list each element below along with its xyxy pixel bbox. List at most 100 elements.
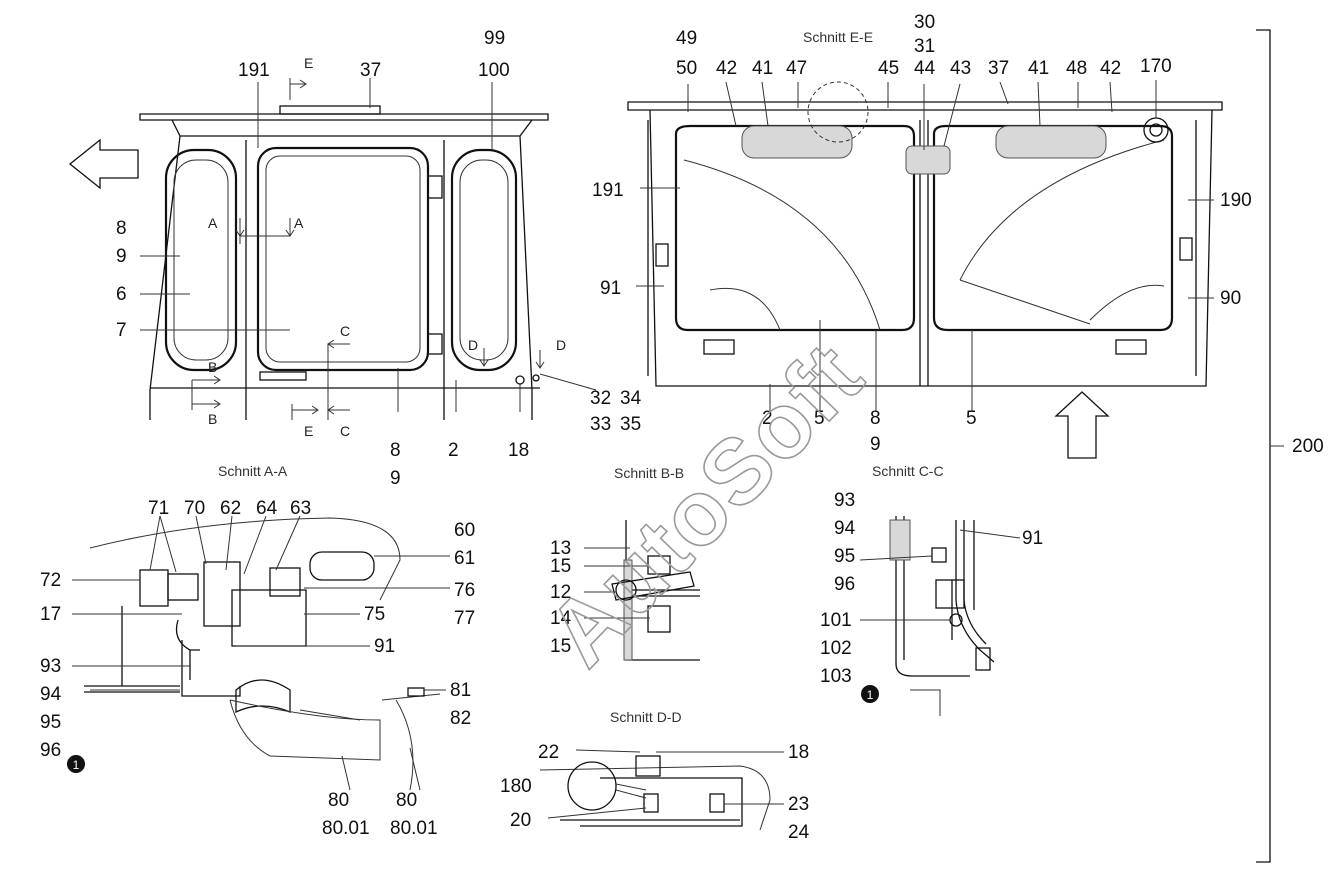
callout-37-rear: 37 xyxy=(988,58,1009,79)
callout-2: 2 xyxy=(448,440,459,461)
callout-70: 70 xyxy=(184,498,205,519)
callout-8-door: 8 xyxy=(390,440,401,461)
callout-34: 34 xyxy=(620,388,642,409)
callout-50: 50 xyxy=(676,58,697,79)
left-cab-view xyxy=(68,78,597,420)
callout-63: 63 xyxy=(290,498,311,519)
callout-20: 20 xyxy=(510,810,531,831)
callout-9: 9 xyxy=(116,246,127,267)
callout-8: 8 xyxy=(116,218,127,239)
callout-23: 23 xyxy=(788,794,809,815)
callout-18-dd: 18 xyxy=(788,742,809,763)
callout-80-left: 80 xyxy=(328,790,349,811)
callout-190: 190 xyxy=(1220,190,1252,211)
callout-17: 17 xyxy=(40,604,61,625)
callout-91: 91 xyxy=(600,278,621,299)
cut-marker-e-bottom: E xyxy=(304,423,313,439)
right-cab-view xyxy=(627,29,1284,863)
section-cc-title: Schnitt C-C xyxy=(872,463,944,479)
callout-37: 37 xyxy=(360,60,381,81)
callout-91-aa: 91 xyxy=(374,636,395,657)
callout-96-cc: 96 xyxy=(834,574,855,595)
section-dd-drawing xyxy=(539,749,784,831)
callout-81: 81 xyxy=(450,680,471,701)
note-marker-cc-text: 1 xyxy=(867,688,874,702)
callout-91-cc: 91 xyxy=(1022,528,1043,549)
callout-93-cc: 93 xyxy=(834,490,855,511)
callout-12: 12 xyxy=(550,582,571,603)
callout-60: 60 xyxy=(454,520,475,541)
cut-marker-b-bottom: B xyxy=(208,411,217,427)
callout-191: 191 xyxy=(238,60,270,81)
callout-14: 14 xyxy=(550,608,572,629)
section-cc-drawing xyxy=(859,516,1021,716)
callout-80-01-left: 80.01 xyxy=(322,818,370,839)
callout-32: 32 xyxy=(590,388,611,409)
callout-31: 31 xyxy=(914,36,935,57)
section-ee-title: Schnitt E-E xyxy=(803,29,873,45)
callout-5-left: 5 xyxy=(814,408,825,429)
callout-6: 6 xyxy=(116,284,127,305)
note-marker-aa-text: 1 xyxy=(73,758,80,772)
cut-marker-d-left: D xyxy=(468,337,478,353)
callout-103: 103 xyxy=(820,666,852,687)
callout-18: 18 xyxy=(508,440,529,461)
callout-45: 45 xyxy=(878,58,899,79)
callout-180: 180 xyxy=(500,776,532,797)
section-aa-title: Schnitt A-A xyxy=(218,463,288,479)
callout-9-rear: 9 xyxy=(870,434,881,455)
callout-170: 170 xyxy=(1140,56,1172,77)
callout-41-left: 41 xyxy=(752,58,773,79)
callout-41-right: 41 xyxy=(1028,58,1049,79)
callout-42-left: 42 xyxy=(716,58,737,79)
callout-75: 75 xyxy=(364,604,385,625)
callout-80-right: 80 xyxy=(396,790,417,811)
callout-30: 30 xyxy=(914,12,935,33)
callout-72: 72 xyxy=(40,570,61,591)
callout-9-door: 9 xyxy=(390,468,401,489)
cut-marker-c-bottom: C xyxy=(340,423,350,439)
callout-35: 35 xyxy=(620,414,641,435)
callout-82: 82 xyxy=(450,708,471,729)
callout-15-top: 15 xyxy=(550,556,571,577)
callout-43: 43 xyxy=(950,58,971,79)
callout-2-rear: 2 xyxy=(762,408,773,429)
callout-61: 61 xyxy=(454,548,475,569)
callout-7: 7 xyxy=(116,320,127,341)
callout-100: 100 xyxy=(478,60,510,81)
callout-93: 93 xyxy=(40,656,61,677)
callout-13: 13 xyxy=(550,538,571,559)
callout-8-rear: 8 xyxy=(870,408,881,429)
callout-191-rear: 191 xyxy=(592,180,624,201)
callout-5-right: 5 xyxy=(966,408,977,429)
cut-marker-b-top: B xyxy=(208,359,217,375)
callout-22: 22 xyxy=(538,742,559,763)
rear-direction-arrow-icon xyxy=(1054,391,1110,459)
callout-47: 47 xyxy=(786,58,807,79)
cut-marker-e-top: E xyxy=(304,55,313,71)
callout-102: 102 xyxy=(820,638,852,659)
cut-marker-a-right: A xyxy=(294,215,304,231)
callout-49: 49 xyxy=(676,28,697,49)
front-direction-arrow-icon xyxy=(68,138,139,190)
callout-200: 200 xyxy=(1292,436,1324,457)
callout-24: 24 xyxy=(788,822,810,843)
callout-96: 96 xyxy=(40,740,61,761)
note-marker-cc xyxy=(861,685,879,703)
section-bb-title: Schnitt B-B xyxy=(614,465,684,481)
callout-33: 33 xyxy=(590,414,611,435)
callout-95: 95 xyxy=(40,712,61,733)
note-marker-aa xyxy=(67,755,85,773)
cut-marker-a-left: A xyxy=(208,215,218,231)
callout-64: 64 xyxy=(256,498,278,519)
callout-94: 94 xyxy=(40,684,62,705)
callout-48: 48 xyxy=(1066,58,1087,79)
callout-99: 99 xyxy=(484,28,505,49)
section-bb-drawing xyxy=(584,520,700,661)
callout-15-bottom: 15 xyxy=(550,636,571,657)
section-aa-drawing xyxy=(72,515,450,791)
callout-90: 90 xyxy=(1220,288,1241,309)
callout-77: 77 xyxy=(454,608,475,629)
callout-44: 44 xyxy=(914,58,936,79)
